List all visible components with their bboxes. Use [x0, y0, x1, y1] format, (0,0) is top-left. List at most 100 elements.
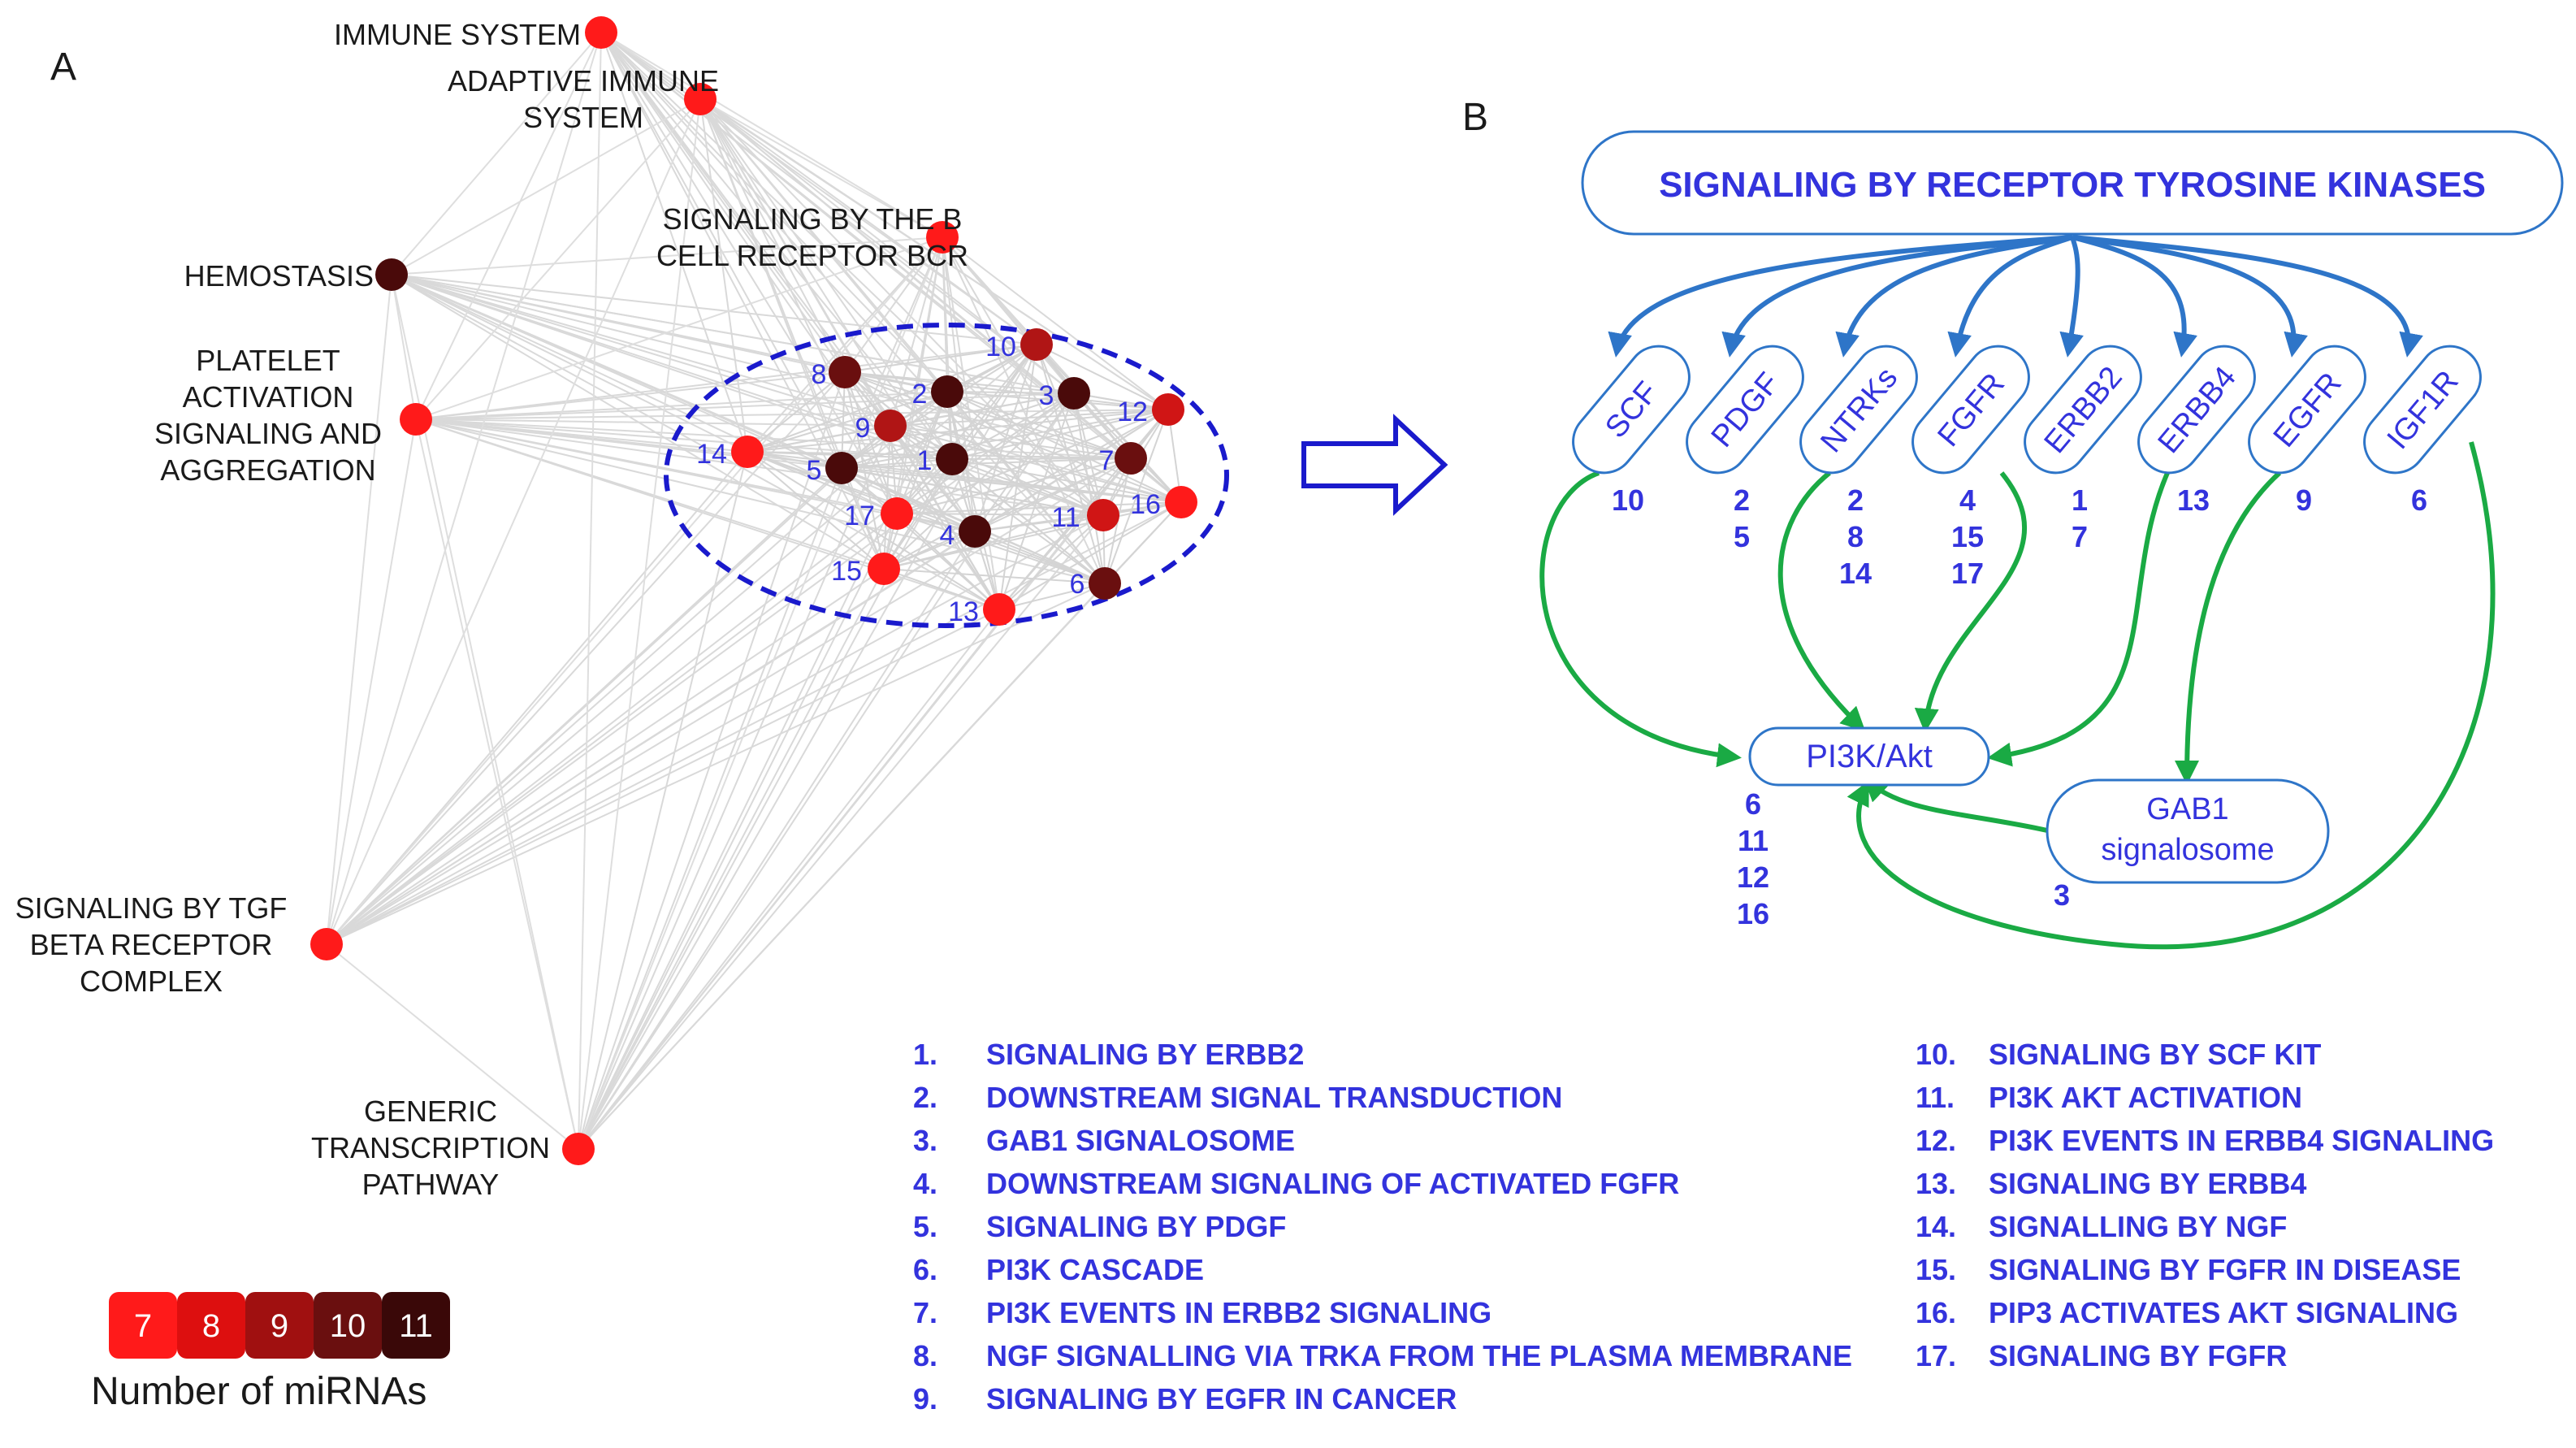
pi3k-akt-pathway-number: 6 — [1745, 787, 1761, 821]
cluster-node-8: 8 — [812, 356, 861, 390]
pathway-list-item: 11.PI3K AKT ACTIVATION — [1916, 1081, 2302, 1114]
network-edge — [578, 609, 1000, 1150]
pathway-link-edge — [2175, 470, 2282, 785]
cluster-node-circle — [825, 452, 858, 484]
pathway-node-circle — [375, 258, 408, 291]
network-edge — [998, 501, 1182, 610]
pathway-node-label: GENERIC — [364, 1095, 497, 1128]
network-edge — [883, 457, 1132, 570]
network-edge — [391, 274, 891, 427]
pathway-list-item: 3. GAB1 SIGNALOSOME — [913, 1124, 1295, 1157]
network-edge — [326, 392, 1075, 945]
receptor-pathway-number: 7 — [2072, 520, 2088, 553]
rtk-edges — [1539, 235, 2496, 950]
network-edge — [841, 344, 1037, 469]
pathway-list-item: 7.PI3K EVENTS IN ERBB2 SIGNALING — [913, 1296, 1491, 1329]
legend-swatch-label: 10 — [330, 1308, 366, 1344]
network-edge — [326, 501, 1182, 945]
pathway-node-label: COMPLEX — [80, 965, 223, 998]
network-edge — [946, 391, 1075, 394]
network-edge — [946, 391, 1182, 503]
network-edge — [883, 409, 1169, 570]
network-edge — [747, 451, 1104, 516]
cluster-node-number: 2 — [912, 379, 928, 410]
pathway-link-edge — [1777, 470, 1866, 732]
network-edge — [747, 425, 891, 453]
receptor-pill — [1911, 345, 2030, 475]
cluster-node-circle — [936, 443, 968, 475]
network-edge — [883, 568, 1000, 610]
pathway-list-number: 13. — [1916, 1167, 1956, 1200]
network-edge — [896, 501, 1182, 514]
network-edge — [578, 392, 1075, 1150]
network-edge — [326, 371, 846, 945]
network-edge — [578, 568, 885, 1150]
cluster-node-17: 17 — [844, 497, 913, 531]
pathway-list-name: GAB1 SIGNALOSOME — [986, 1124, 1295, 1157]
pathway-list-number: 17. — [1916, 1339, 1956, 1372]
network-edge — [578, 32, 602, 1150]
legend-swatch — [245, 1292, 314, 1359]
network-edge — [600, 32, 943, 238]
receptor-pathway-number: 15 — [1951, 520, 1984, 553]
network-edge — [890, 344, 1037, 427]
network-edge — [578, 98, 701, 1150]
network-edge — [326, 236, 943, 945]
network-edge — [896, 513, 1106, 584]
network-edge — [699, 98, 1075, 394]
network-edge — [841, 236, 943, 469]
network-edge — [883, 501, 1182, 570]
cluster-node-number: 15 — [831, 556, 862, 587]
pathway-list-name: PIP3 ACTIVATES AKT SIGNALING — [1989, 1296, 2458, 1329]
network-edge — [578, 513, 898, 1150]
gab1-label: GAB1 — [2146, 792, 2228, 826]
network-edge — [326, 457, 1132, 945]
network-edge — [326, 568, 885, 945]
cluster-node-circle — [1087, 499, 1119, 531]
cluster-node-number: 10 — [985, 332, 1016, 362]
pathway-list-number: 14. — [1916, 1210, 1956, 1243]
network-edge — [747, 451, 885, 570]
cluster-node-circle — [881, 497, 913, 530]
pathway-link-edge — [1987, 471, 2170, 767]
network-edge — [946, 391, 1000, 610]
panel-transition-arrow — [1301, 414, 1448, 516]
cluster-node-11: 11 — [1051, 499, 1119, 533]
network-edge — [326, 418, 417, 945]
network-edge — [1036, 344, 1182, 503]
pathway-list-number: 3. — [913, 1124, 937, 1157]
pathway-list-number: 6. — [913, 1253, 937, 1286]
legend-swatch-label: 9 — [271, 1308, 288, 1344]
network-edge — [841, 458, 953, 469]
pathway-list-item: 17.SIGNALING BY FGFR — [1916, 1339, 2287, 1372]
cluster-node-number: 4 — [940, 520, 955, 551]
pathway-node-label: IMMUNE SYSTEM — [334, 18, 581, 51]
legend-swatch — [109, 1292, 177, 1359]
pathway-node-label: ADAPTIVE IMMUNE — [448, 64, 719, 98]
pathway-list-number: 1. — [913, 1038, 937, 1071]
network-edge — [600, 32, 846, 373]
network-edge — [415, 418, 898, 514]
cluster-node-4: 4 — [940, 515, 991, 551]
gab1-box — [2046, 778, 2330, 884]
pi3k-akt-name: PI3K/Akt — [1806, 739, 1933, 774]
network-edge — [578, 236, 943, 1150]
cluster-node-12: 12 — [1117, 393, 1184, 427]
network-edge — [326, 513, 898, 945]
network-edge — [896, 236, 943, 514]
cluster-node-circle — [931, 375, 963, 408]
network-edge — [844, 371, 1169, 410]
pathway-node-label: PLATELET — [196, 344, 340, 377]
network-edge — [747, 451, 1106, 584]
cluster-node-1: 1 — [917, 443, 968, 476]
pi3k-akt-box — [1748, 726, 1990, 787]
receptor-pathway-number: 14 — [1839, 557, 1872, 590]
network-edge — [747, 451, 898, 514]
receptor-pathway-number: 10 — [1612, 483, 1644, 517]
cluster-node-16: 16 — [1130, 486, 1197, 520]
network-edge — [578, 467, 842, 1150]
pathway-list-number: 10. — [1916, 1038, 1956, 1071]
